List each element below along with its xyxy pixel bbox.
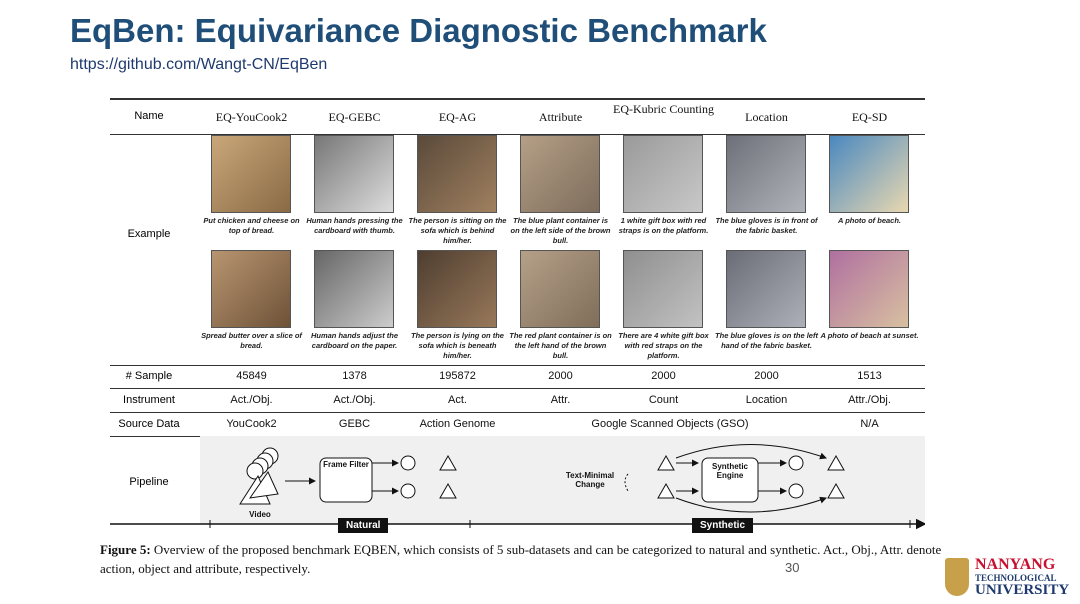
row-label-pipeline: Pipeline (129, 476, 169, 488)
caption-label: Figure 5: (100, 542, 151, 557)
instrument-value: Attr./Obj. (848, 394, 891, 406)
instrument-value: Act./Obj. (230, 394, 273, 406)
benchmark-figure: Name Example # Sample Instrument Source … (110, 98, 925, 538)
column-header: EQ-SD (851, 110, 888, 124)
example-caption-1: The person is sitting on the sofa which … (408, 216, 507, 245)
text-minimal-change-label: Text-Minimal Change (565, 471, 615, 489)
instrument-value: Act./Obj. (333, 394, 376, 406)
column-header: EQ-AG (438, 110, 477, 124)
example-caption-1: The blue plant container is on the left … (510, 216, 611, 245)
example-caption-1: 1 white gift box with red straps is on t… (618, 216, 709, 235)
sample-count: 1378 (342, 370, 367, 382)
synthetic-engine-label: Synthetic Engine (711, 462, 748, 480)
source-gso: Google Scanned Objects (GSO) (591, 418, 749, 430)
logo-line2: TECHNOLOGICAL (975, 573, 1057, 583)
example-image-2 (314, 250, 394, 328)
column-header: EQ-GEBC (328, 110, 381, 124)
example-image-1 (314, 135, 394, 213)
ntu-logo: NANYANG TECHNOLOGICAL UNIVERSITY (945, 556, 1070, 600)
frame-filter-label: Frame Filter (323, 460, 369, 469)
example-caption-2: The blue gloves is on the left hand of t… (715, 331, 818, 350)
pipeline-diagram (110, 444, 925, 530)
example-caption-2: A photo of beach at sunset. (820, 331, 919, 340)
source-value: GEBC (338, 418, 371, 430)
video-icon (239, 447, 279, 505)
example-image-1 (829, 135, 909, 213)
logo-line3: UNIVERSITY (975, 582, 1070, 598)
video-label: Video (249, 510, 271, 519)
synthetic-tag: Synthetic (692, 518, 754, 533)
example-caption-1: The blue gloves is in front of the fabri… (715, 216, 818, 235)
sample-count: 2000 (651, 370, 676, 382)
example-caption-2: The person is lying on the sofa which is… (411, 331, 504, 360)
example-image-1 (417, 135, 497, 213)
source-value: Action Genome (419, 418, 496, 430)
logo-line1: NANYANG (975, 556, 1056, 573)
column-header: EQ-YouCook2 (215, 110, 288, 124)
row-label-source: Source Data (118, 418, 180, 430)
instrument-value: Location (745, 394, 788, 406)
figure-caption: Figure 5: Overview of the proposed bench… (100, 540, 950, 578)
example-caption-2: Human hands adjust the cardboard on the … (310, 331, 399, 350)
column-header: Attribute (538, 110, 583, 124)
example-image-2 (417, 250, 497, 328)
source-value: N/A (860, 418, 879, 430)
column-header: Location (745, 110, 788, 124)
example-image-2 (520, 250, 600, 328)
sample-count: 45849 (236, 370, 267, 382)
sample-count: 2000 (548, 370, 573, 382)
row-label-name: Name (134, 110, 164, 122)
natural-tag: Natural (338, 518, 389, 533)
instrument-value: Act. (448, 394, 467, 406)
example-caption-1: Put chicken and cheese on top of bread. (203, 216, 300, 235)
example-image-2 (623, 250, 703, 328)
sample-count: 195872 (439, 370, 476, 382)
synthetic-engine-box (701, 457, 759, 503)
instrument-value: Count (648, 394, 679, 406)
example-caption-2: There are 4 white gift box with red stra… (618, 331, 709, 360)
sample-count: 2000 (754, 370, 779, 382)
caption-text: Overview of the proposed benchmark EQBEN… (100, 542, 942, 576)
example-image-1 (520, 135, 600, 213)
row-label-instrument: Instrument (123, 394, 175, 406)
example-caption-1: Human hands pressing the cardboard with … (306, 216, 403, 235)
instrument-value: Attr. (550, 394, 571, 406)
ntu-crest-icon (945, 558, 969, 596)
example-image-1 (726, 135, 806, 213)
example-caption-2: Spread butter over a slice of bread. (201, 331, 302, 350)
example-image-2 (726, 250, 806, 328)
row-label-example: Example (127, 228, 171, 240)
column-header: EQ-Kubric Counting (613, 102, 714, 116)
page-number: 30 (785, 560, 800, 575)
slide-title: EqBen: Equivariance Diagnostic Benchmark (70, 12, 767, 49)
frame-filter-box (319, 457, 373, 503)
example-image-1 (211, 135, 291, 213)
example-image-1 (623, 135, 703, 213)
source-value: YouCook2 (226, 418, 277, 430)
example-image-2 (211, 250, 291, 328)
sample-count: 1513 (857, 370, 882, 382)
github-link[interactable]: https://github.com/Wangt-CN/EqBen (70, 56, 328, 73)
example-caption-2: The red plant container is on the left h… (509, 331, 612, 360)
example-image-2 (829, 250, 909, 328)
example-caption-1: A photo of beach. (837, 216, 902, 225)
row-label-sample: # Sample (125, 370, 173, 382)
